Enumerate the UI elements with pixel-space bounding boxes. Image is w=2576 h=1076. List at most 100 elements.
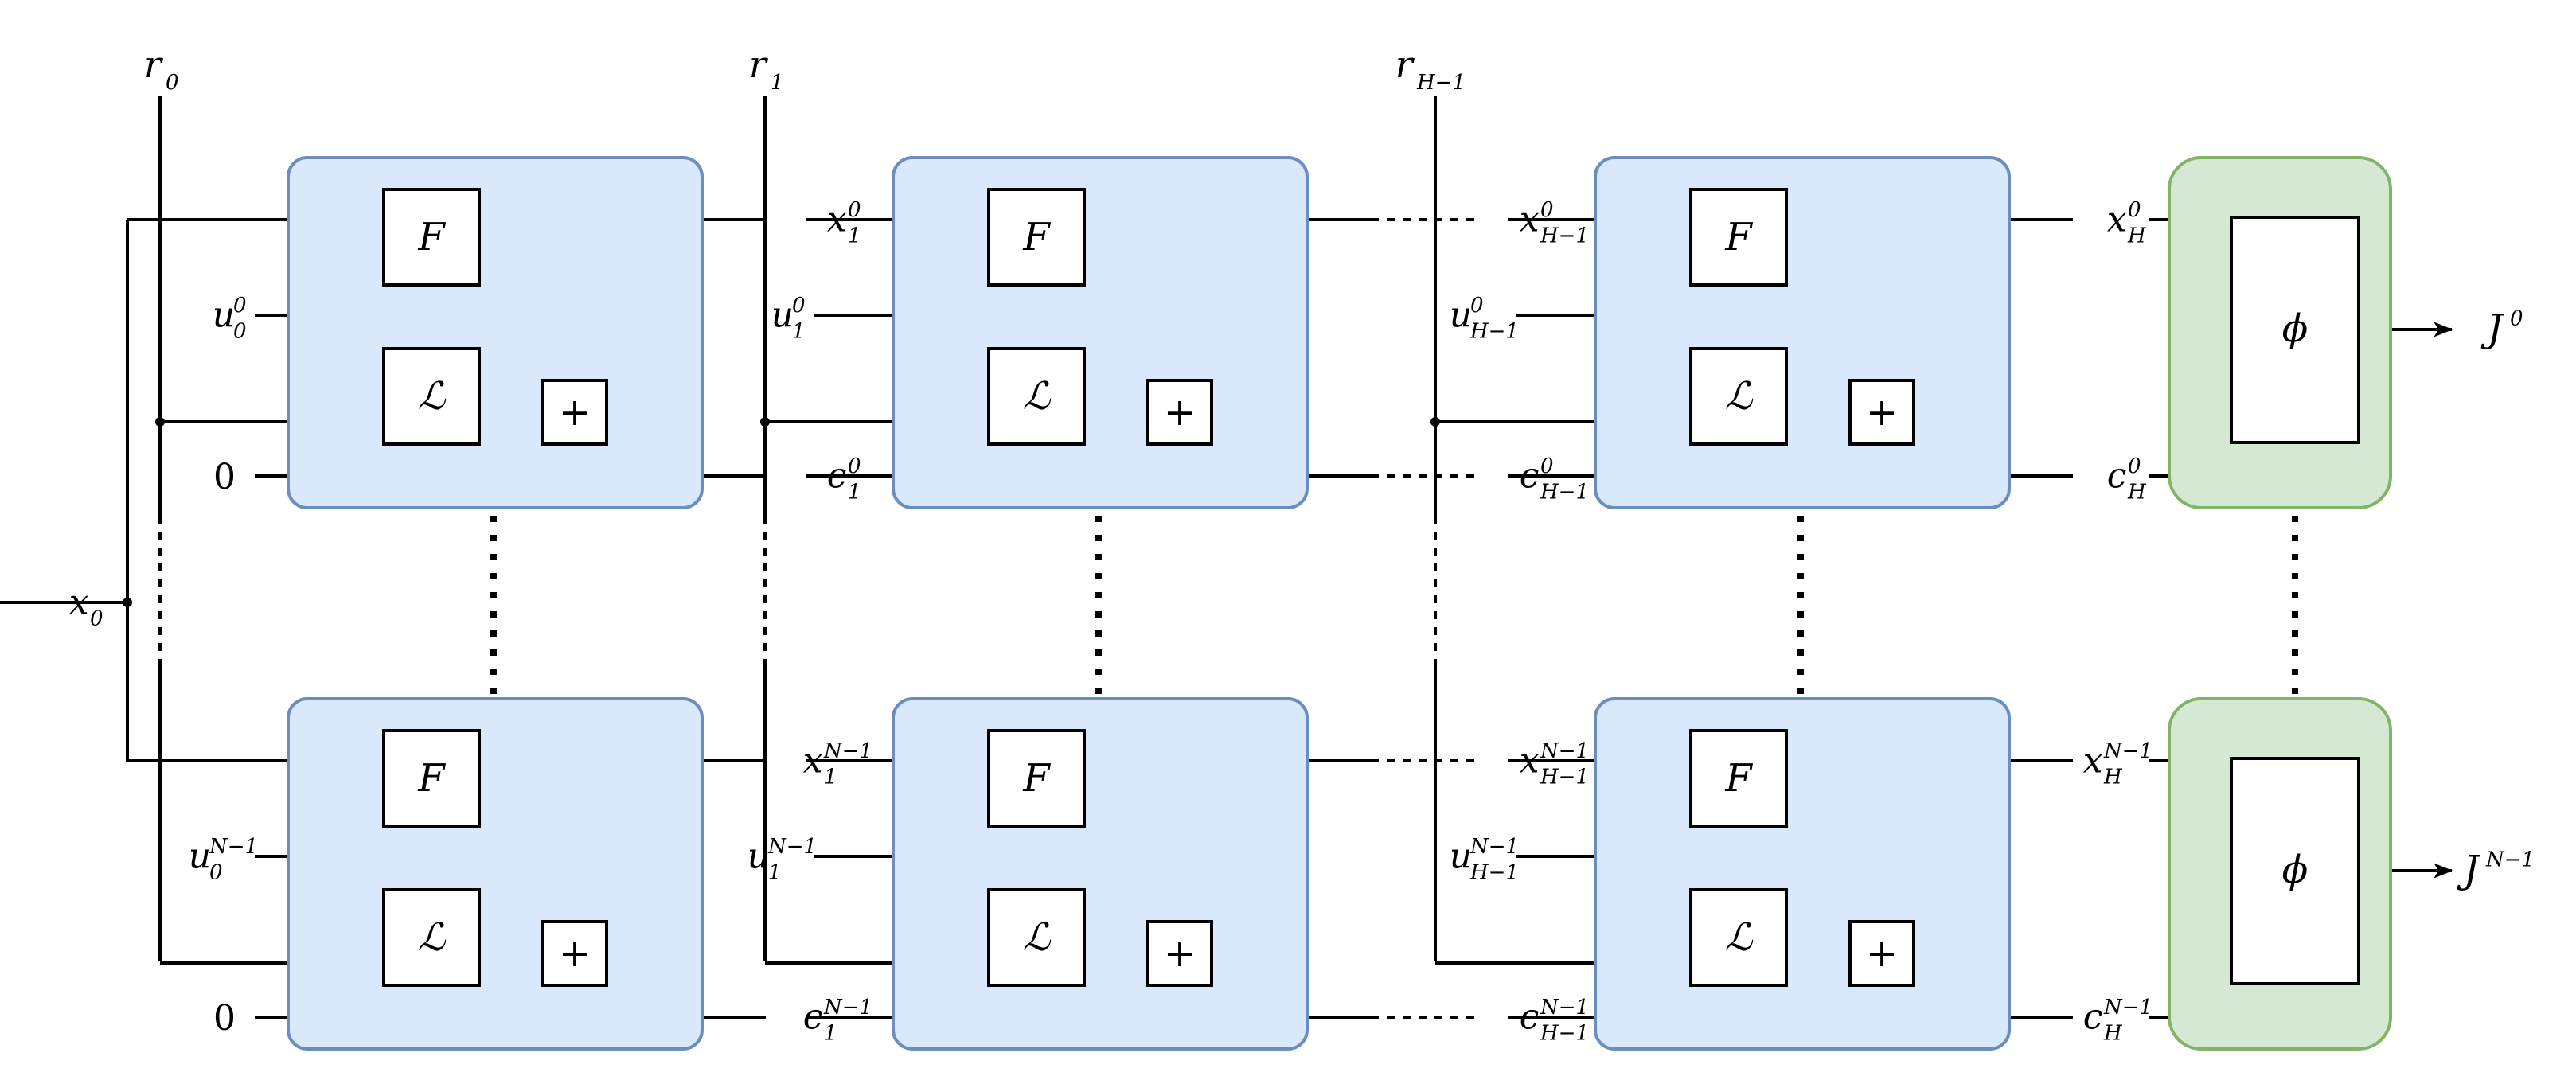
L-label: ℒ xyxy=(1023,915,1052,960)
J-label-0-sup: 0 xyxy=(2510,307,2523,331)
J-label-0-base: J xyxy=(2480,306,2505,351)
xH-label-0-sub: H xyxy=(2127,224,2147,248)
F-block xyxy=(987,188,1086,287)
r1-label-sub: 1 xyxy=(771,71,784,95)
sum-block xyxy=(1848,920,1915,987)
x1-label-0-base: x xyxy=(827,200,847,240)
L-block xyxy=(382,347,481,446)
xH1-label-1-sub: H−1 xyxy=(1540,766,1589,789)
sum-label: + xyxy=(1164,390,1196,435)
u-label-1-1-base: u xyxy=(747,836,770,877)
F-block xyxy=(1689,188,1788,287)
c1-label-0-base: c xyxy=(827,456,847,497)
x1-label-1-sub: 1 xyxy=(824,766,837,789)
u-label-1-0-sub: 0 xyxy=(209,861,223,885)
L-block xyxy=(987,347,1086,446)
xH1-label-0-sup: 0 xyxy=(1540,198,1554,222)
u-label-0-1-sub: 1 xyxy=(792,320,806,344)
u-label-0-1: u01 xyxy=(771,294,806,344)
F-block xyxy=(1689,729,1788,828)
cH-label-0-sub: H xyxy=(2127,481,2147,505)
sum-block xyxy=(1146,920,1213,987)
u-label-1-0: uN−10 xyxy=(189,835,258,885)
u-label-0-2-base: u xyxy=(1450,295,1472,336)
rH-label-base: r xyxy=(1395,43,1415,86)
u-label-0-0: u00 xyxy=(213,294,247,344)
u-label-0-0-sup: 0 xyxy=(233,294,247,318)
c1-label-0-sup: 0 xyxy=(848,454,861,478)
sum-block xyxy=(1146,379,1213,446)
cH1-label-0-base: c xyxy=(1520,456,1540,497)
F-label: F xyxy=(417,215,446,259)
xH-label-1-sup: N−1 xyxy=(2103,739,2153,763)
u-label-0-1-base: u xyxy=(771,295,794,336)
F-label: F xyxy=(1724,756,1753,801)
u-label-1-2-sub: H−1 xyxy=(1469,861,1519,885)
r0-label-sub: 0 xyxy=(166,71,179,95)
cH-label-1-sub: H xyxy=(2103,1022,2123,1046)
sum-label: + xyxy=(1164,931,1196,976)
cH1-label-0-sup: 0 xyxy=(1540,454,1554,478)
cH-label-0-sup: 0 xyxy=(2128,454,2141,478)
cH1-label-1-base: c xyxy=(1520,997,1540,1038)
L-block xyxy=(987,888,1086,987)
u-label-1-0-sup: N−1 xyxy=(209,835,258,859)
u-label-1-2-base: u xyxy=(1450,836,1472,877)
xH1-label-0-base: x xyxy=(1520,200,1540,240)
c1-label-1-sub: 1 xyxy=(824,1022,837,1046)
L-label: ℒ xyxy=(418,374,447,419)
sum-label: + xyxy=(559,390,591,435)
xH-label-1-sub: H xyxy=(2103,766,2123,789)
cH1-label-1-sub: H−1 xyxy=(1540,1022,1589,1046)
rH-label-sub: H−1 xyxy=(1416,71,1466,95)
stage-box-row1-h1 xyxy=(892,697,1309,1051)
xH1-label-1-sup: N−1 xyxy=(1540,739,1589,763)
x1-label-1-base: x xyxy=(803,741,823,782)
u-label-0-0-base: u xyxy=(213,295,235,336)
J-label-1-base: J xyxy=(2457,848,2481,892)
cH1-label-0-sub: H−1 xyxy=(1540,481,1589,505)
junction-dot xyxy=(1430,417,1440,427)
F-block xyxy=(987,729,1086,828)
phi-label: ϕ xyxy=(2282,306,2309,351)
c1-label-0-sub: 1 xyxy=(848,481,861,505)
L-label: ℒ xyxy=(1725,915,1754,960)
L-label: ℒ xyxy=(418,915,447,960)
L-block xyxy=(1689,347,1788,446)
L-block xyxy=(1689,888,1788,987)
zero-top-label: 0 xyxy=(213,457,236,497)
stage-box-row0-h1 xyxy=(892,156,1309,509)
sum-block xyxy=(1848,379,1915,446)
junction-dot xyxy=(760,417,770,427)
junction-dot xyxy=(123,598,132,607)
xH-label-0-sup: 0 xyxy=(2128,198,2141,222)
u-label-1-2-sup: N−1 xyxy=(1469,835,1519,859)
u-label-1-1: uN−11 xyxy=(747,835,817,885)
L-block xyxy=(382,888,481,987)
c1-label-1-base: c xyxy=(803,997,823,1038)
F-label: F xyxy=(1022,215,1051,259)
xH-label-0-base: x xyxy=(2107,200,2127,240)
x1-label-1-sup: N−1 xyxy=(823,739,872,763)
F-label: F xyxy=(1022,756,1051,801)
cH-label-1-sup: N−1 xyxy=(2103,996,2153,1019)
u-label-0-2-sub: H−1 xyxy=(1469,320,1519,344)
u-label-0-1-sup: 0 xyxy=(792,294,806,318)
stage-box-row1-h2 xyxy=(1594,697,2011,1051)
J-label-1-sup: N−1 xyxy=(2485,848,2535,872)
sum-label: + xyxy=(1866,390,1898,435)
phi-block xyxy=(2230,216,2360,444)
u-label-1-1-sup: N−1 xyxy=(767,835,817,859)
